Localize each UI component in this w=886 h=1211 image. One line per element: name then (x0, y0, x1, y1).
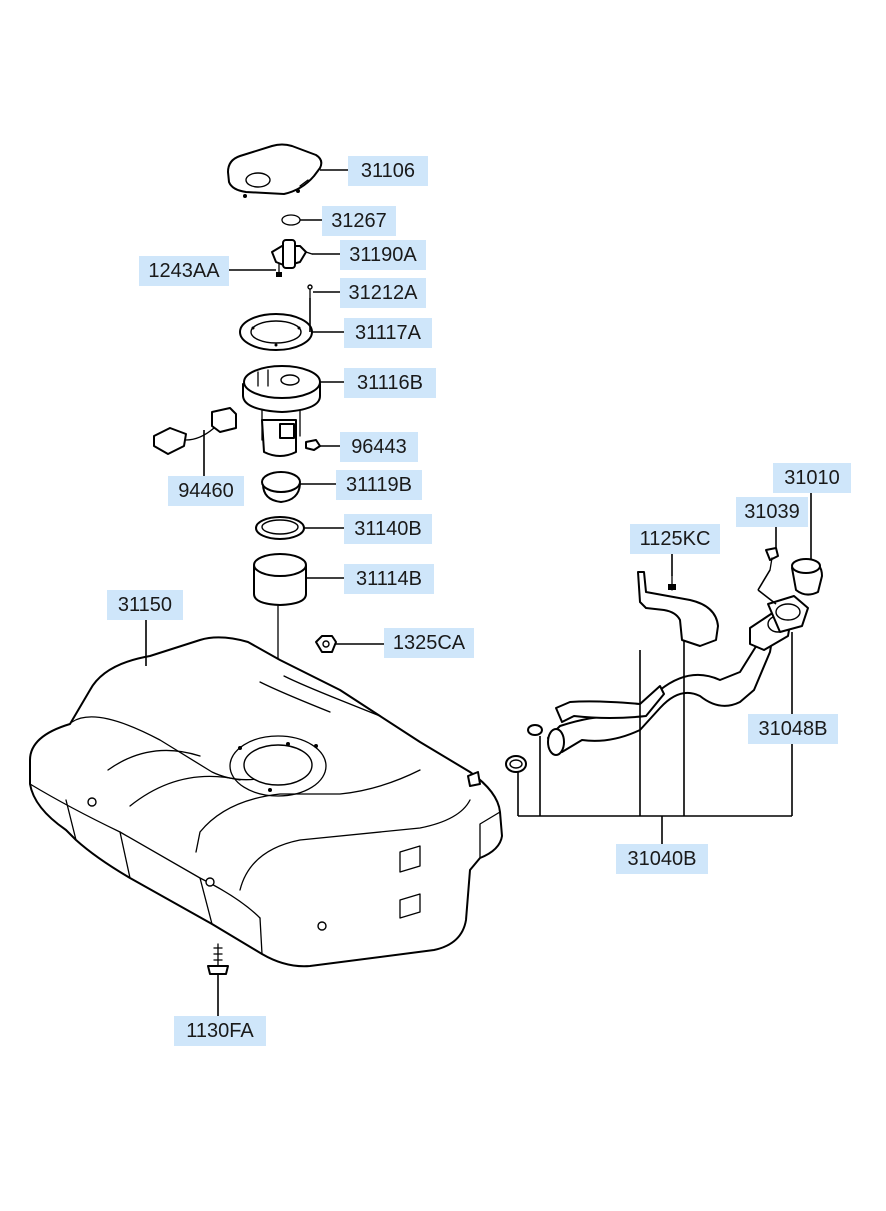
part-label-1125KC[interactable]: 1125KC (630, 524, 720, 554)
part-label-31267[interactable]: 31267 (322, 206, 396, 236)
part-label-31119B[interactable]: 31119B (336, 470, 422, 500)
part-label-1325CA[interactable]: 1325CA (384, 628, 474, 658)
hose-clamps (505, 724, 543, 773)
fuel-pump-31116B (242, 365, 321, 457)
part-label-1130FA[interactable]: 1130FA (174, 1016, 266, 1046)
part-label-31150[interactable]: 31150 (107, 590, 183, 620)
screw-31212A (307, 284, 313, 299)
part-label-31039[interactable]: 31039 (736, 497, 808, 527)
bolt-1125KC (668, 575, 676, 591)
screw-1243AA (276, 263, 282, 277)
gasket-31117A (239, 313, 313, 351)
nut-1325CA (315, 635, 337, 653)
filler-neck-31040B (547, 558, 823, 756)
clip-96443 (305, 439, 321, 451)
part-label-31117A[interactable]: 31117A (344, 318, 432, 348)
o-ring-31267 (281, 214, 301, 226)
part-label-96443[interactable]: 96443 (340, 432, 418, 462)
connector-31190A (271, 239, 313, 269)
part-label-31040B[interactable]: 31040B (616, 844, 708, 874)
part-label-31190A[interactable]: 31190A (340, 240, 426, 270)
part-label-31116B[interactable]: 31116B (344, 368, 436, 398)
cover-plate-31106 (227, 143, 323, 198)
part-label-31140B[interactable]: 31140B (344, 514, 432, 544)
retainer-ring-31140B (255, 516, 305, 540)
fuel-sender-94460 (153, 407, 237, 455)
screw-31039 (765, 547, 779, 571)
bolt-1130FA (207, 943, 229, 975)
filter-cap-31119B (261, 471, 301, 503)
fuel-tank-31150 (29, 636, 503, 968)
part-label-31048B[interactable]: 31048B (748, 714, 838, 744)
part-label-31010[interactable]: 31010 (773, 463, 851, 493)
part-label-94460[interactable]: 94460 (168, 476, 244, 506)
part-label-31114B[interactable]: 31114B (344, 564, 434, 594)
leader-lines (145, 169, 812, 1016)
sleeve-31114B (253, 553, 307, 606)
part-label-31212A[interactable]: 31212A (340, 278, 426, 308)
part-label-31106[interactable]: 31106 (348, 156, 428, 186)
part-label-1243AA[interactable]: 1243AA (139, 256, 229, 286)
